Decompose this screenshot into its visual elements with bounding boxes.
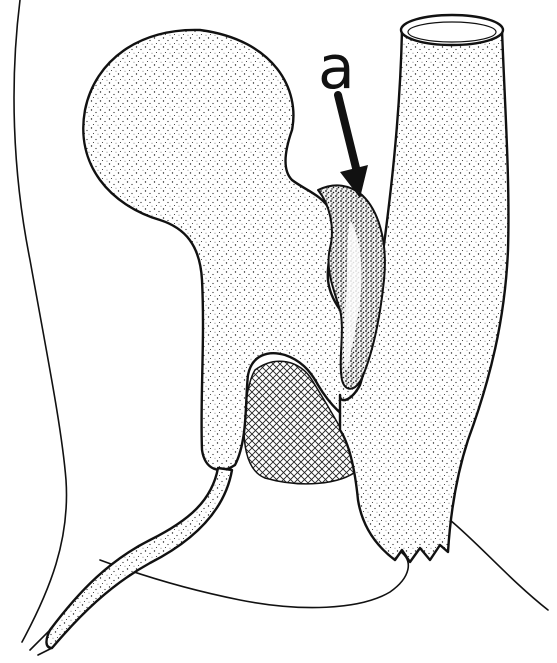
thin-tube [46, 468, 232, 648]
right-contour-line [450, 520, 548, 610]
outer-contour-line [14, 0, 66, 642]
tube-opening [401, 15, 503, 45]
label-a: a [318, 33, 355, 103]
label-a-arrow [338, 95, 368, 198]
